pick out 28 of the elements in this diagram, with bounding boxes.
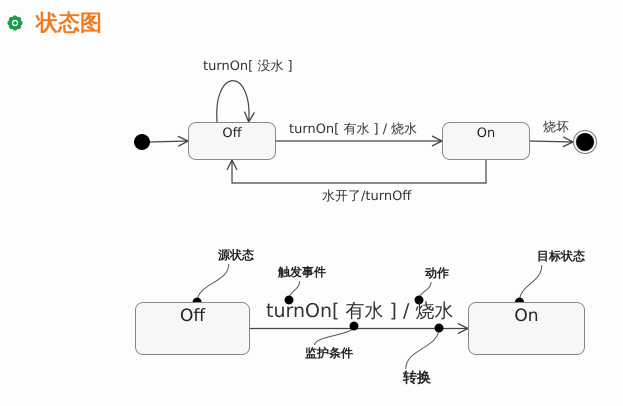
annotation-text: 监护条件 xyxy=(305,345,353,362)
leader-line xyxy=(314,322,358,346)
edge-label: 水开了/turnOff xyxy=(322,189,412,204)
edge-label: turnOn[ 有水 ] / 烧水 xyxy=(266,300,454,322)
edge-label: turnOn[ 有水 ] / 烧水 xyxy=(289,122,418,137)
annotation-text: 动作 xyxy=(425,265,449,282)
final-state xyxy=(573,130,597,154)
transition-arrow xyxy=(226,159,487,184)
leader-line xyxy=(405,324,444,370)
state-box: Off xyxy=(135,302,250,355)
initial-state xyxy=(134,134,150,150)
title: 状态图 xyxy=(36,9,102,38)
leader-line xyxy=(414,282,432,304)
state-box: On xyxy=(442,122,530,160)
transition-arrow xyxy=(216,80,254,123)
annotation-text: 转换 xyxy=(403,369,431,387)
state-box: On xyxy=(468,302,585,355)
annotation-text: 触发事件 xyxy=(278,264,326,281)
annotation-text: 目标状态 xyxy=(537,248,585,265)
transition-arrow xyxy=(276,135,443,147)
leader-line xyxy=(284,280,300,304)
edge-label: 烧坏 xyxy=(543,120,569,135)
transition-arrow xyxy=(150,136,189,147)
state-box: Off xyxy=(188,122,276,160)
annotation-text: 源状态 xyxy=(218,247,254,264)
edge-label: turnOn[ 没水 ] xyxy=(203,59,293,74)
transition-arrow xyxy=(530,136,574,148)
transition-arrow xyxy=(250,322,469,334)
